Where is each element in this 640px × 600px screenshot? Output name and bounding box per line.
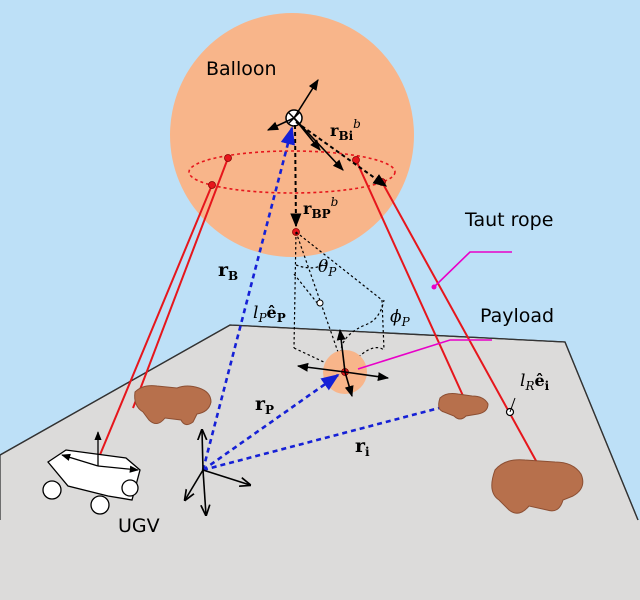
r-b-label: rB bbox=[218, 259, 238, 283]
r-bp-vector bbox=[290, 124, 302, 228]
rope-length-leader bbox=[509, 397, 516, 413]
payload-frame bbox=[296, 328, 390, 398]
ground-lower bbox=[0, 520, 640, 600]
r-i-label: ri bbox=[355, 435, 370, 459]
ugv-label: UGV bbox=[118, 515, 160, 537]
position-vectors bbox=[201, 126, 464, 472]
lp-ep-label: lPêP bbox=[253, 303, 286, 325]
world-frame-icon bbox=[185, 430, 250, 515]
callout-lines bbox=[357, 251, 512, 370]
theta-p-label: θP bbox=[318, 257, 337, 279]
rope-callout-dot bbox=[431, 284, 437, 290]
taut-ropes bbox=[96, 157, 541, 469]
r-bi-label: rBib bbox=[330, 117, 361, 143]
r-bi-vector bbox=[295, 121, 388, 187]
ugv-robot-icon bbox=[134, 385, 584, 514]
balloon-body bbox=[170, 13, 414, 257]
r-p-label: rP bbox=[255, 393, 274, 417]
ground-edge bbox=[0, 324, 639, 521]
phi-p-label: ϕP bbox=[390, 307, 411, 329]
r-bp-label: rBPb bbox=[303, 195, 338, 221]
r-p-vector bbox=[202, 373, 340, 472]
ugv-near bbox=[42, 431, 141, 515]
attachment-ring bbox=[188, 150, 396, 194]
balloon-label: Balloon bbox=[206, 58, 277, 80]
payload-label: Payload bbox=[480, 305, 554, 327]
payload-length-dot bbox=[316, 299, 324, 307]
taut-rope-label: Taut rope bbox=[464, 209, 553, 231]
lr-ei-label: lRêi bbox=[520, 371, 550, 393]
r-b-vector bbox=[201, 126, 295, 471]
